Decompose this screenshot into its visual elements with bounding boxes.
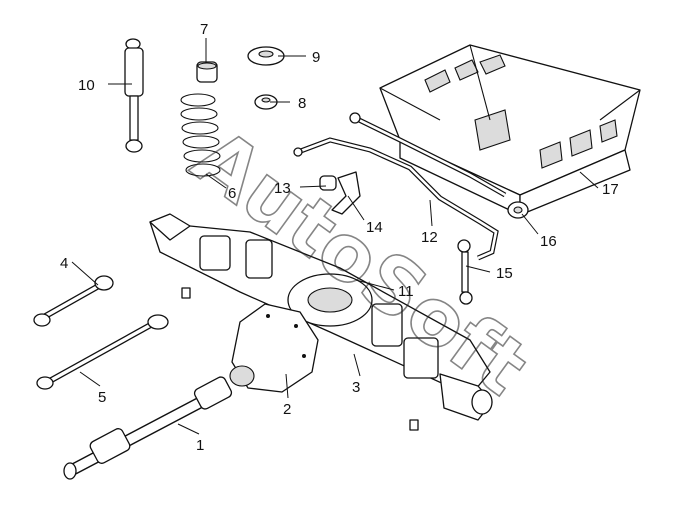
mounting-bush-part — [507, 201, 529, 219]
callout-14: 14 — [366, 219, 383, 236]
anti-roll-bar-part — [293, 112, 507, 261]
callout-10: 10 — [78, 77, 95, 94]
differential-part — [229, 303, 319, 393]
spring-seat-part — [247, 46, 285, 66]
callout-17: 17 — [602, 181, 619, 198]
callout-4: 4 — [60, 255, 68, 272]
subframe-part — [379, 44, 641, 216]
shock-absorber-part — [124, 38, 144, 153]
axle-housing-part — [149, 213, 493, 431]
trailing-arm-lower-part — [36, 314, 169, 390]
callout-6: 6 — [228, 185, 236, 202]
bush-part — [254, 94, 278, 110]
coil-spring-part — [180, 93, 221, 177]
callout-16: 16 — [540, 233, 557, 250]
callout-1: 1 — [196, 437, 204, 454]
callout-7: 7 — [200, 21, 208, 38]
callout-13: 13 — [274, 180, 291, 197]
callout-5: 5 — [98, 389, 106, 406]
callout-12: 12 — [421, 229, 438, 246]
propeller-shaft-part — [63, 376, 233, 480]
callout-11: 11 — [398, 283, 414, 300]
leader-lines — [71, 38, 599, 435]
callout-labels: 1 2 3 4 5 6 7 8 9 10 11 12 13 14 15 16 1… — [60, 21, 619, 454]
callout-9: 9 — [312, 49, 320, 66]
trailing-arm-upper-part — [33, 275, 114, 327]
callout-2: 2 — [283, 401, 291, 418]
callout-3: 3 — [352, 379, 360, 396]
callout-15: 15 — [496, 265, 513, 282]
drop-link-part — [457, 239, 473, 305]
callout-8: 8 — [298, 95, 306, 112]
bump-stop-part — [196, 61, 218, 83]
bracket-part — [331, 171, 361, 215]
